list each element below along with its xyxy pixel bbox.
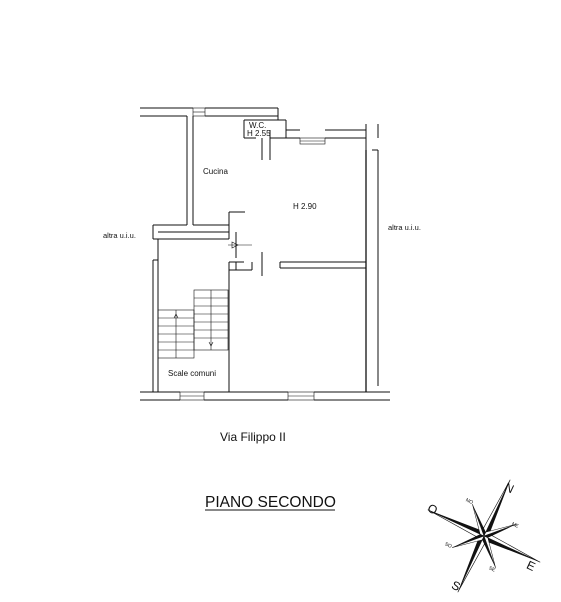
compass-northwest: NO [464, 497, 473, 506]
street-label: Via Filippo II [220, 430, 286, 444]
compass-rose [427, 479, 541, 593]
wc-label: W.C. [249, 121, 266, 130]
right-neighbor-label: altra u.i.u. [388, 223, 421, 232]
compass-southeast: SE [487, 565, 496, 574]
compass-east: E [524, 558, 537, 574]
interior-walls [158, 119, 366, 392]
floor-title: PIANO SECONDO [205, 494, 336, 511]
compass-southwest: SO [443, 541, 452, 550]
stairs-steps [157, 289, 229, 359]
stairs-label: Scale comuni [168, 369, 216, 378]
right-walls [270, 108, 379, 392]
compass-northeast: NE [510, 521, 519, 530]
main-room-height-label: H 2.90 [293, 202, 317, 211]
kitchen-label: Cucina [203, 167, 228, 176]
wc-height-label: H 2.55 [247, 129, 271, 138]
left-neighbor-label: altra u.i.u. [103, 231, 136, 240]
exterior-walls [140, 107, 390, 401]
